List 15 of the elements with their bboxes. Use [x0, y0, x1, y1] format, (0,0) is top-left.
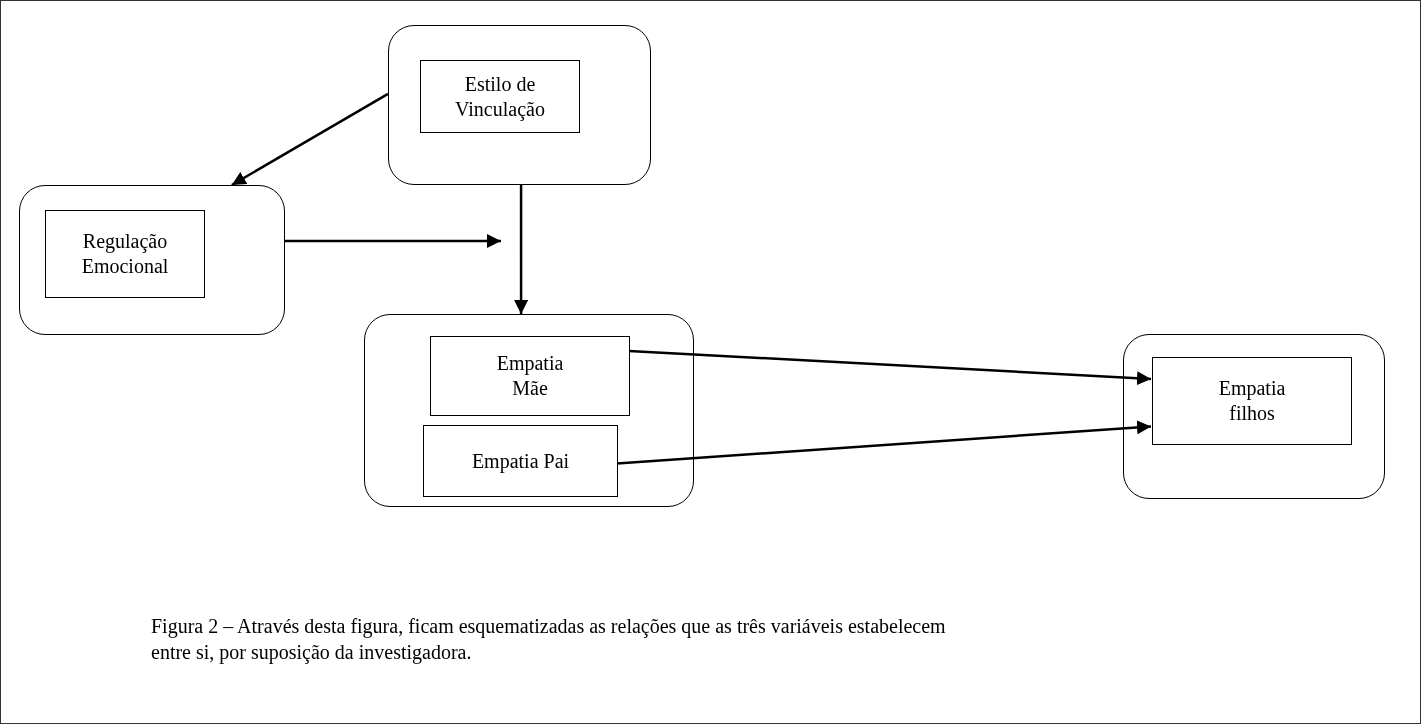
variable-box: Regulação Emocional	[45, 210, 205, 298]
rounded-box	[364, 314, 694, 507]
variable-box: Empatia filhos	[1152, 357, 1352, 445]
variable-box: Empatia Pai	[423, 425, 618, 497]
variable-box: Empatia Mãe	[430, 336, 630, 416]
variable-box: Estilo de Vinculação	[420, 60, 580, 133]
rounded-box	[388, 25, 651, 185]
rounded-box	[1123, 334, 1385, 499]
arrow	[514, 185, 529, 314]
arrow	[616, 420, 1152, 465]
figure-caption: Figura 2 – Através desta figura, ficam esquematizadas as relações que as três variáveis estabelecem entre si, por suposição da investigadora.	[151, 614, 947, 665]
arrow	[628, 349, 1152, 386]
arrow	[231, 92, 389, 187]
arrow	[285, 234, 501, 248]
rounded-box	[19, 185, 285, 335]
